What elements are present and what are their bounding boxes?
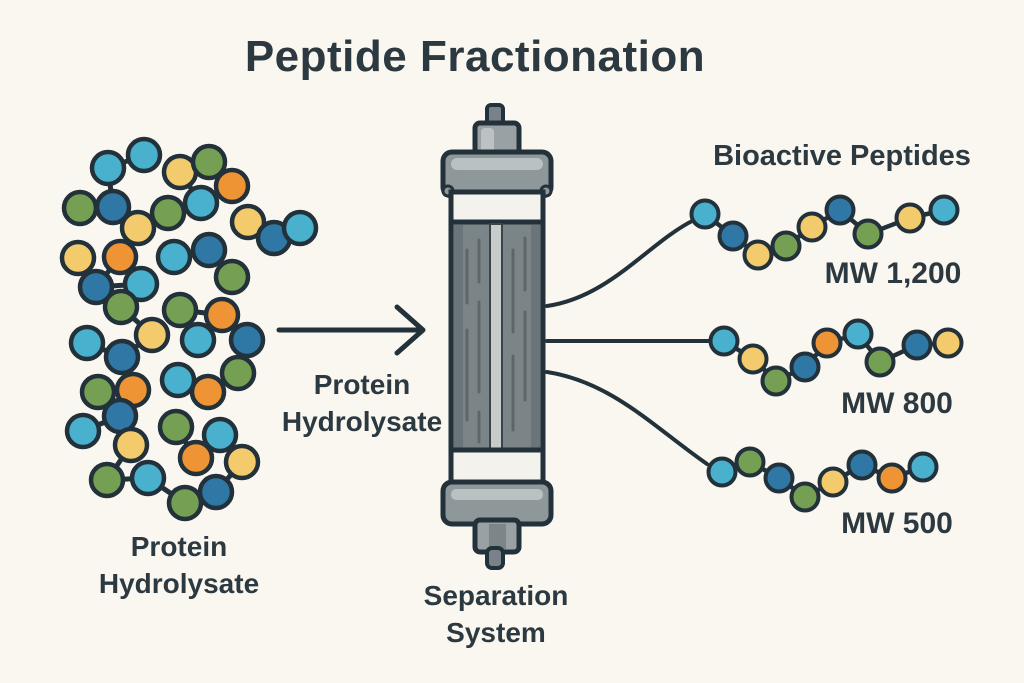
- amino-acid-bead: [203, 296, 241, 334]
- amino-acid-bead: [119, 209, 157, 247]
- cluster-label-line2: Hydrolysate: [98, 568, 260, 599]
- arrow-head: [394, 304, 426, 356]
- amino-acid-bead: [59, 239, 97, 277]
- peptide-bead: [842, 318, 874, 350]
- amino-acid-bead: [157, 408, 195, 446]
- amino-acid-bead: [159, 361, 197, 399]
- peptide-bead: [737, 343, 769, 375]
- column-body-shade-left: [454, 225, 463, 451]
- column-bottom-pin: [485, 546, 505, 570]
- amino-acid-bead: [102, 288, 140, 326]
- amino-acid-bead: [213, 258, 251, 296]
- column-top-cap-highlight: [451, 158, 543, 170]
- amino-acid-bead: [166, 484, 204, 522]
- amino-acid-bead: [229, 203, 267, 241]
- peptide-bead: [689, 198, 721, 230]
- peptide-bead: [907, 451, 939, 483]
- amino-acid-bead: [64, 412, 102, 450]
- peptide-bead: [734, 446, 766, 478]
- flow-arrow: [276, 304, 426, 356]
- amino-acid-bead: [190, 143, 228, 181]
- column-label: Separation System: [424, 578, 569, 652]
- column-label-line2: System: [446, 617, 546, 648]
- amino-acid-bead: [112, 426, 150, 464]
- amino-acid-bead: [179, 321, 217, 359]
- peptide-bead: [901, 329, 933, 361]
- cluster-label-line1: Protein: [130, 531, 228, 563]
- connector-line: [545, 370, 709, 466]
- peptide-bead: [770, 230, 802, 262]
- bioactive-peptides-label: Bioactive Peptides: [713, 139, 971, 172]
- cluster-label: Protein Hydrolysate: [99, 529, 259, 603]
- amino-acid-bead: [101, 238, 139, 276]
- amino-acid-bead: [68, 324, 106, 362]
- column-body-shade-right: [531, 225, 540, 451]
- peptide-bead: [760, 365, 792, 397]
- mw-500-label: MW 500: [841, 507, 953, 541]
- amino-acid-bead: [182, 184, 220, 222]
- amino-acid-bead: [125, 136, 163, 174]
- amino-acid-bead: [228, 321, 266, 359]
- amino-acid-bead: [281, 209, 319, 247]
- peptide-bead: [876, 462, 908, 494]
- peptide-bead: [852, 218, 884, 250]
- peptide-bead: [928, 194, 960, 226]
- peptide-bead: [894, 202, 926, 234]
- amino-acid-bead: [149, 194, 187, 232]
- peptide-bead: [817, 466, 849, 498]
- column-bottom-cap-highlight: [451, 489, 543, 500]
- amino-acid-bead: [155, 238, 193, 276]
- connector-line: [545, 218, 696, 308]
- peptide-bead: [846, 449, 878, 481]
- peptide-bead: [717, 220, 749, 252]
- amino-acid-bead: [61, 189, 99, 227]
- amino-acid-bead: [189, 373, 227, 411]
- amino-acid-bead: [129, 459, 167, 497]
- amino-acid-bead: [190, 231, 228, 269]
- amino-acid-bead: [103, 338, 141, 376]
- peptide-bead: [763, 462, 795, 494]
- feed-label-line2: Hydrolysate: [281, 406, 443, 437]
- peptide-bead: [811, 327, 843, 359]
- amino-acid-bead: [89, 149, 127, 187]
- column-bottom-neck-shade: [489, 524, 506, 549]
- feed-label-line1: Protein: [313, 369, 411, 401]
- peptide-bead: [789, 351, 821, 383]
- amino-acid-bead: [197, 473, 235, 511]
- peptide-bead: [796, 211, 828, 243]
- diagram-title: Peptide Fractionation: [244, 31, 706, 81]
- amino-acid-bead: [79, 373, 117, 411]
- column-white-band-bottom: [448, 447, 546, 489]
- peptide-bead: [789, 481, 821, 513]
- fraction-connectors: [545, 218, 710, 466]
- amino-acid-bead: [213, 167, 251, 205]
- amino-acid-bead: [122, 265, 160, 303]
- amino-acid-bead: [161, 291, 199, 329]
- amino-acid-bead: [133, 316, 171, 354]
- amino-acid-bead: [88, 461, 126, 499]
- peptide-bead: [708, 325, 740, 357]
- column-top-neck-highlight: [481, 128, 494, 154]
- amino-acid-bead: [223, 443, 261, 481]
- amino-acid-bead: [219, 354, 257, 392]
- bioactive-peptide-chains: [689, 194, 964, 513]
- separation-column: [440, 103, 554, 570]
- peptide-bead: [742, 239, 774, 271]
- mw-1200-label: MW 1,200: [824, 257, 962, 291]
- amino-acid-bead: [94, 188, 132, 226]
- column-label-line1: Separation: [423, 580, 569, 612]
- amino-acid-bead: [77, 268, 115, 306]
- amino-acid-bead: [177, 439, 215, 477]
- peptide-bead: [706, 456, 738, 488]
- column-center-stripe: [489, 223, 503, 453]
- peptide-bead: [864, 346, 896, 378]
- column-packing-texture: [465, 236, 527, 444]
- mw-800-label: MW 800: [841, 387, 953, 421]
- protein-hydrolysate-cluster: [59, 136, 319, 522]
- amino-acid-bead: [201, 416, 239, 454]
- peptide-bead: [932, 327, 964, 359]
- peptide-bead: [824, 194, 856, 226]
- feed-label: Protein Hydrolysate: [282, 367, 442, 441]
